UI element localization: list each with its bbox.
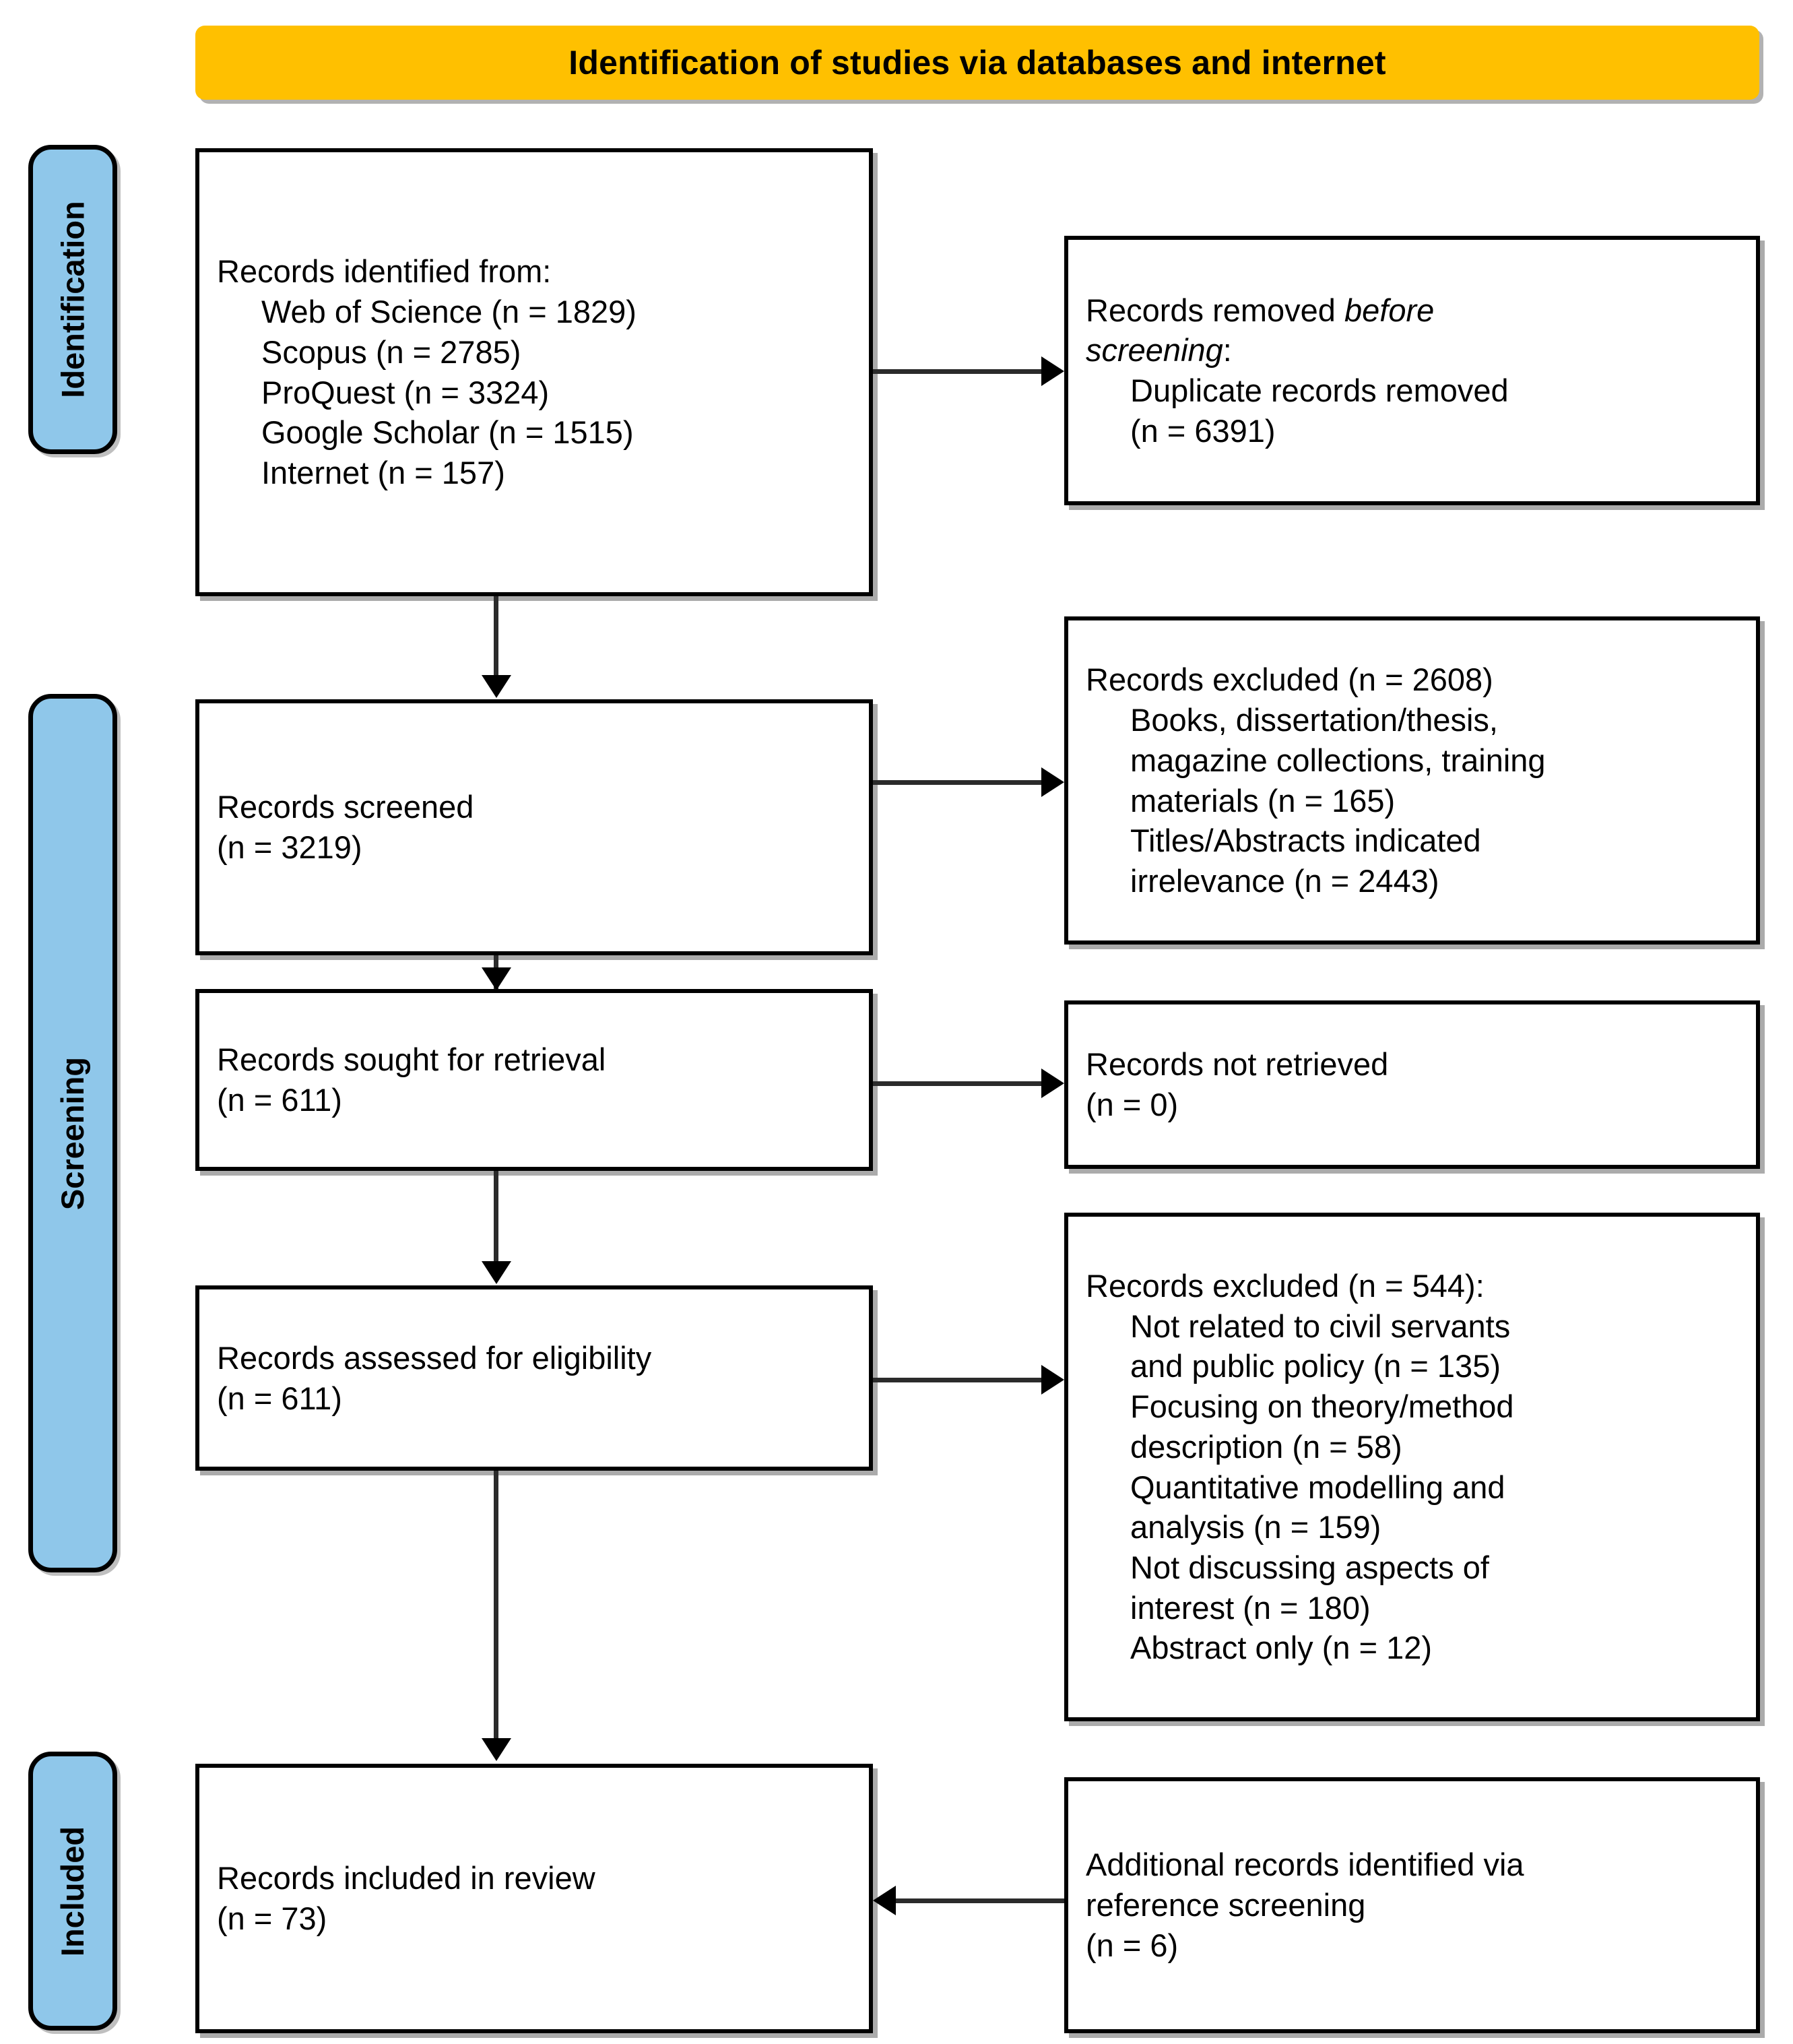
records-excluded-eligibility-item: Not discussing aspects of	[1130, 1549, 1489, 1585]
records-removed-colon: :	[1222, 332, 1232, 369]
phase-label-identification-text: Identification	[55, 201, 91, 398]
records-excluded-eligibility-item: Focusing on theory/method	[1130, 1388, 1514, 1425]
additional-records-count: (n = 6)	[1086, 1927, 1179, 1963]
records-screened-label: Records screened	[217, 789, 474, 825]
connector-assessed-to-excluded	[873, 1378, 1041, 1382]
connector-identified-to-removed	[873, 369, 1041, 374]
records-removed-heading-line2: screening:	[1086, 330, 1738, 371]
connector-assessed-to-included	[494, 1471, 498, 1740]
box-records-removed-before-screening: Records removed before screening: Duplic…	[1064, 236, 1760, 505]
banner-title: Identification of studies via databases …	[568, 44, 1386, 82]
records-excluded-screening-item: materials (n = 165)	[1130, 782, 1396, 819]
arrowhead-screened-to-sought	[482, 967, 511, 990]
records-excluded-screening-item: irrelevance (n = 2443)	[1130, 862, 1439, 899]
phase-label-screening-text: Screening	[55, 1056, 91, 1210]
records-assessed-count: (n = 611)	[217, 1380, 342, 1416]
records-excluded-eligibility-item: interest (n = 180)	[1130, 1589, 1371, 1626]
box-records-assessed-for-eligibility: Records assessed for eligibility (n = 61…	[195, 1285, 873, 1471]
connector-sought-to-assessed	[494, 1171, 498, 1265]
box-records-identified: Records identified from: Web of Science …	[195, 148, 873, 596]
records-excluded-eligibility-item: analysis (n = 159)	[1130, 1509, 1381, 1545]
arrowhead-identified-to-removed	[1041, 356, 1064, 386]
additional-records-line1: Additional records identified via	[1086, 1847, 1524, 1883]
records-removed-item: Duplicate records removed	[1130, 373, 1509, 408]
records-sought-count: (n = 611)	[217, 1082, 342, 1118]
records-included-label: Records included in review	[217, 1860, 595, 1896]
box-records-excluded-eligibility: Records excluded (n = 544): Not related …	[1064, 1213, 1760, 1721]
connector-identified-to-screened	[494, 596, 498, 677]
records-identified-item: Google Scholar (n = 1515)	[261, 414, 634, 451]
phase-label-identification: Identification	[28, 145, 117, 454]
records-removed-item: (n = 6391)	[1130, 412, 1276, 449]
records-excluded-screening-heading: Records excluded (n = 2608)	[1086, 662, 1493, 698]
records-not-retrieved-count: (n = 0)	[1086, 1087, 1179, 1122]
records-screened-count: (n = 3219)	[217, 829, 362, 865]
records-included-count: (n = 73)	[217, 1901, 327, 1936]
box-records-screened: Records screened (n = 3219)	[195, 699, 873, 955]
phase-label-included-text: Included	[55, 1826, 91, 1956]
diagram-banner: Identification of studies via databases …	[195, 26, 1759, 100]
arrowhead-screened-to-excluded	[1041, 767, 1064, 797]
additional-records-line2: reference screening	[1086, 1887, 1366, 1923]
records-excluded-eligibility-item: and public policy (n = 135)	[1130, 1348, 1501, 1384]
records-identified-item: Web of Science (n = 1829)	[261, 294, 637, 330]
records-identified-item: ProQuest (n = 3324)	[261, 374, 550, 410]
records-removed-heading-line1: Records removed before	[1086, 290, 1738, 331]
records-excluded-eligibility-item: description (n = 58)	[1130, 1428, 1402, 1465]
box-records-included-in-review: Records included in review (n = 73)	[195, 1764, 873, 2033]
records-removed-italic-screening: screening	[1086, 332, 1223, 369]
records-excluded-screening-item: Books, dissertation/thesis,	[1130, 702, 1498, 738]
arrowhead-assessed-to-included	[482, 1738, 511, 1761]
arrowhead-sought-to-notretrieved	[1041, 1068, 1064, 1098]
connector-sought-to-notretrieved	[873, 1081, 1041, 1086]
arrowhead-additional-to-included	[873, 1886, 896, 1915]
box-additional-records: Additional records identified via refere…	[1064, 1777, 1760, 2033]
records-removed-italic-before: before	[1344, 292, 1435, 328]
phase-label-included: Included	[28, 1752, 117, 2031]
records-sought-label: Records sought for retrieval	[217, 1042, 606, 1078]
records-identified-item: Scopus (n = 2785)	[261, 333, 521, 370]
records-excluded-eligibility-heading: Records excluded (n = 544):	[1086, 1268, 1485, 1304]
records-excluded-eligibility-item: Quantitative modelling and	[1130, 1469, 1505, 1505]
arrowhead-assessed-to-excluded	[1041, 1365, 1064, 1395]
arrowhead-sought-to-assessed	[482, 1261, 511, 1284]
records-assessed-label: Records assessed for eligibility	[217, 1339, 652, 1376]
connector-screened-to-excluded	[873, 780, 1041, 785]
box-records-excluded-screening: Records excluded (n = 2608) Books, disse…	[1064, 616, 1760, 945]
box-records-sought-for-retrieval: Records sought for retrieval (n = 611)	[195, 989, 873, 1171]
records-excluded-eligibility-item: Not related to civil servants	[1130, 1308, 1511, 1344]
arrowhead-identified-to-screened	[482, 675, 511, 698]
records-excluded-screening-item: magazine collections, training	[1130, 742, 1546, 778]
records-identified-item: Internet (n = 157)	[261, 454, 505, 490]
records-identified-heading: Records identified from:	[217, 253, 552, 290]
records-excluded-screening-item: Titles/Abstracts indicated	[1130, 823, 1481, 859]
connector-additional-to-included	[896, 1898, 1064, 1903]
records-removed-prefix: Records removed	[1086, 292, 1344, 328]
records-not-retrieved-label: Records not retrieved	[1086, 1046, 1389, 1083]
records-excluded-eligibility-item: Abstract only (n = 12)	[1130, 1630, 1433, 1666]
box-records-not-retrieved: Records not retrieved (n = 0)	[1064, 1000, 1760, 1169]
phase-label-screening: Screening	[28, 694, 117, 1572]
